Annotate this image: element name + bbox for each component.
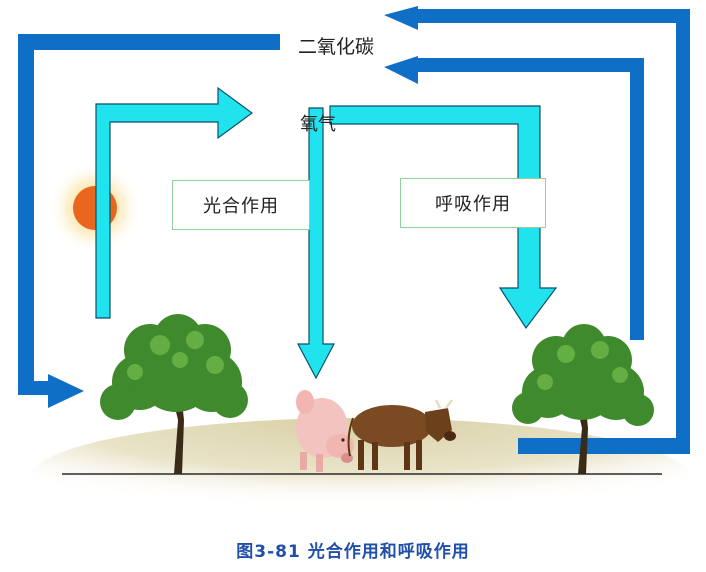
photosynthesis-box: 光合作用 (172, 180, 310, 230)
cow-icon (347, 399, 456, 470)
photosynthesis-label: 光合作用 (203, 196, 279, 217)
respiration-label: 呼吸作用 (435, 194, 511, 215)
tree-icon (512, 324, 654, 474)
figure-caption: 图3-81 光合作用和呼吸作用 (236, 542, 470, 562)
tree-icon (100, 314, 248, 474)
carbon-dioxide-label: 二氧化碳 (298, 36, 375, 58)
pig-icon (296, 390, 354, 472)
respiration-box: 呼吸作用 (400, 178, 546, 228)
o2-arrow-from-left-tree (95, 86, 254, 319)
sun-icon (51, 164, 139, 252)
oxygen-label: 氧气 (300, 114, 336, 135)
o2-arrow-to-animals (297, 107, 335, 380)
